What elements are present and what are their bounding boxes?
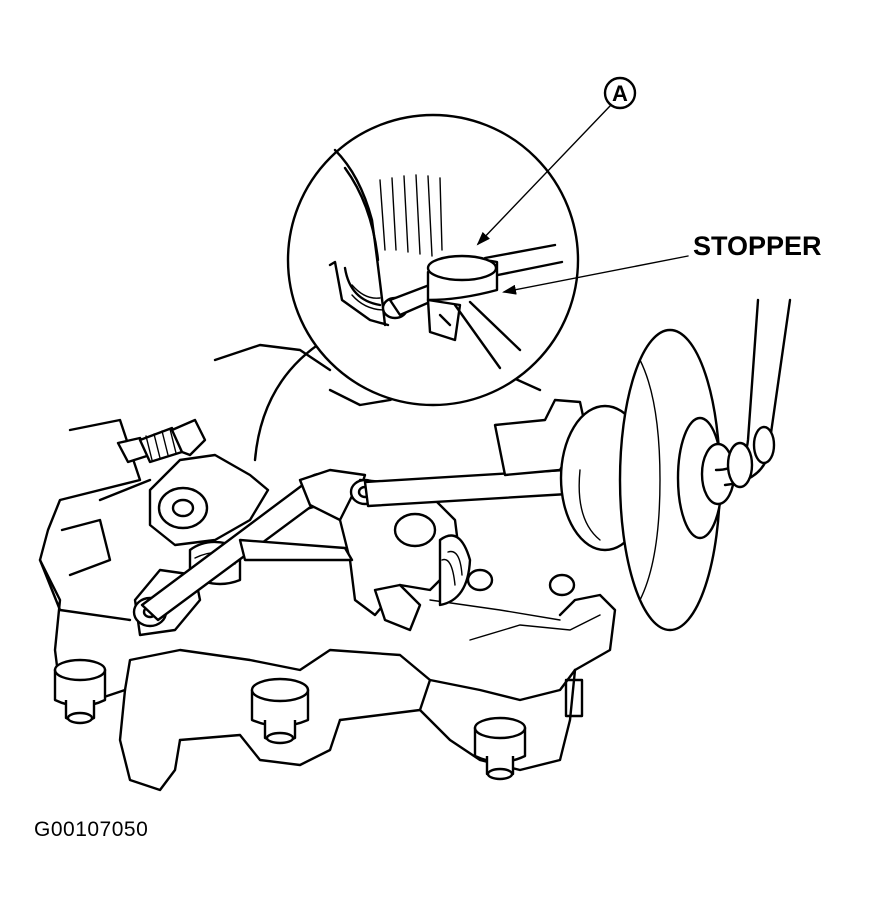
vacuum-actuator <box>466 328 736 632</box>
callout-a: A <box>476 76 637 246</box>
center-bellcrank <box>238 468 472 632</box>
detail-magnifier <box>286 113 580 407</box>
engine-block <box>38 343 617 792</box>
stopper-leader <box>502 255 689 295</box>
manifold-bolt-right <box>473 716 527 781</box>
manifold-bolt-center <box>250 677 310 745</box>
figure-id: G00107050 <box>34 818 149 841</box>
throttle-cable <box>253 338 327 462</box>
manifold-bolt-left <box>53 658 107 725</box>
callout-a-leader <box>476 105 611 246</box>
stopper-label: STOPPER <box>693 231 822 261</box>
callout-a-letter: A <box>612 81 628 106</box>
actuator-rod <box>363 468 570 508</box>
stopper-label-group: STOPPER <box>502 231 822 295</box>
vacuum-hose <box>714 298 792 489</box>
callout-a-circle <box>603 76 637 110</box>
